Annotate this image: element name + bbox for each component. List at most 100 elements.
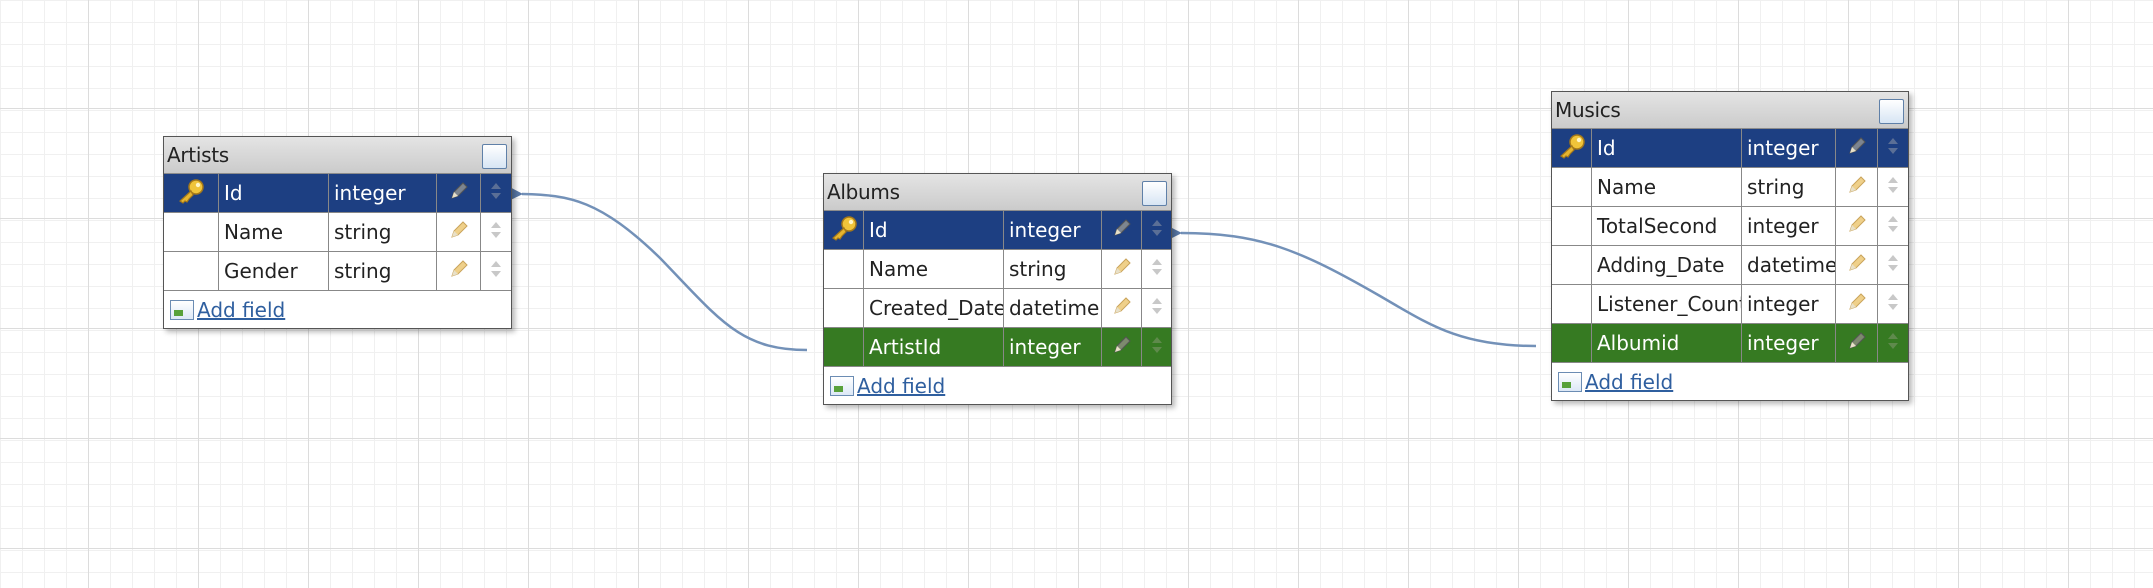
edit-field-button[interactable] <box>437 213 481 251</box>
table-title-text: Musics <box>1555 98 1621 122</box>
reorder-field-handle[interactable] <box>1878 285 1908 323</box>
table-title[interactable]: Albums <box>824 174 1171 211</box>
reorder-field-handle[interactable] <box>1878 324 1908 362</box>
reorder-field-handle[interactable] <box>1142 250 1171 288</box>
field-type[interactable]: integer <box>1004 211 1102 249</box>
sort-arrows-icon <box>1882 174 1904 201</box>
table-title[interactable]: Artists <box>164 137 511 174</box>
reorder-field-handle[interactable] <box>481 252 511 290</box>
field-type[interactable]: integer <box>1742 324 1836 362</box>
add-field-link[interactable]: Add field <box>857 373 946 398</box>
field-name[interactable]: Albumid <box>1592 324 1742 362</box>
relation-musics-albumid-to-albums-id[interactable] <box>1169 226 1537 348</box>
reorder-field-handle[interactable] <box>481 174 511 212</box>
field-name[interactable]: Name <box>1592 168 1742 206</box>
edit-field-button[interactable] <box>1102 250 1142 288</box>
reorder-field-handle[interactable] <box>1142 328 1171 366</box>
field-type[interactable]: integer <box>1742 285 1836 323</box>
reorder-field-handle[interactable] <box>1142 289 1171 327</box>
edit-field-button[interactable] <box>1836 285 1878 323</box>
reorder-field-handle[interactable] <box>1142 211 1171 249</box>
field-type[interactable]: string <box>1004 250 1102 288</box>
edit-field-button[interactable] <box>1836 207 1878 245</box>
edit-field-button[interactable] <box>1836 129 1878 167</box>
add-field-icon[interactable] <box>170 299 194 320</box>
key-cell <box>824 211 864 249</box>
field-type[interactable]: integer <box>1004 328 1102 366</box>
primary-key-icon <box>1557 133 1587 164</box>
table-title[interactable]: Musics <box>1552 92 1908 129</box>
sort-arrows-icon <box>1146 295 1168 322</box>
field-name[interactable]: Name <box>219 213 329 251</box>
edit-field-button[interactable] <box>1836 168 1878 206</box>
pencil-icon <box>1846 135 1868 162</box>
edit-field-button[interactable] <box>1836 324 1878 362</box>
key-cell <box>1552 129 1592 167</box>
sort-arrows-icon <box>1882 135 1904 162</box>
field-type[interactable]: integer <box>1742 129 1836 167</box>
reorder-field-handle[interactable] <box>1878 129 1908 167</box>
add-field-icon[interactable] <box>1558 371 1582 392</box>
field-name[interactable]: Listener_Count <box>1592 285 1742 323</box>
key-cell <box>164 252 219 290</box>
edit-field-button[interactable] <box>1836 246 1878 284</box>
field-name[interactable]: TotalSecond <box>1592 207 1742 245</box>
pencil-icon <box>448 219 470 246</box>
edit-table-icon[interactable] <box>1142 181 1167 206</box>
edit-field-button[interactable] <box>437 174 481 212</box>
field-type[interactable]: string <box>1742 168 1836 206</box>
field-type[interactable]: datetime <box>1004 289 1102 327</box>
reorder-field-handle[interactable] <box>1878 168 1908 206</box>
key-cell <box>824 328 864 366</box>
relation-albums-artistid-to-artists-id[interactable] <box>510 187 808 352</box>
field-name[interactable]: Id <box>219 174 329 212</box>
field-type[interactable]: integer <box>329 174 437 212</box>
edit-field-button[interactable] <box>437 252 481 290</box>
reorder-field-handle[interactable] <box>481 213 511 251</box>
field-name[interactable]: ArtistId <box>864 328 1004 366</box>
pencil-icon <box>448 258 470 285</box>
table-title-text: Albums <box>827 180 900 204</box>
field-type[interactable]: string <box>329 213 437 251</box>
field-type[interactable]: integer <box>1742 207 1836 245</box>
add-field-link[interactable]: Add field <box>197 297 286 322</box>
edit-field-button[interactable] <box>1102 211 1142 249</box>
pencil-icon <box>1111 295 1133 322</box>
edit-table-icon[interactable] <box>1879 99 1904 124</box>
edit-field-button[interactable] <box>1102 328 1142 366</box>
edit-table-icon[interactable] <box>482 144 507 169</box>
field-name[interactable]: Adding_Date <box>1592 246 1742 284</box>
field-name[interactable]: Created_Date <box>864 289 1004 327</box>
field-type[interactable]: string <box>329 252 437 290</box>
add-field-icon[interactable] <box>830 375 854 396</box>
sort-arrows-icon <box>1146 217 1168 244</box>
edit-field-button[interactable] <box>1102 289 1142 327</box>
sort-arrows-icon <box>1882 213 1904 240</box>
add-field-link[interactable]: Add field <box>1585 369 1674 394</box>
field-type[interactable]: datetime <box>1742 246 1836 284</box>
field-name[interactable]: Gender <box>219 252 329 290</box>
reorder-field-handle[interactable] <box>1878 207 1908 245</box>
table-title-text: Artists <box>167 143 229 167</box>
pencil-icon <box>1846 174 1868 201</box>
field-name[interactable]: Id <box>864 211 1004 249</box>
field-name[interactable]: Name <box>864 250 1004 288</box>
reorder-field-handle[interactable] <box>1878 246 1908 284</box>
field-name[interactable]: Id <box>1592 129 1742 167</box>
